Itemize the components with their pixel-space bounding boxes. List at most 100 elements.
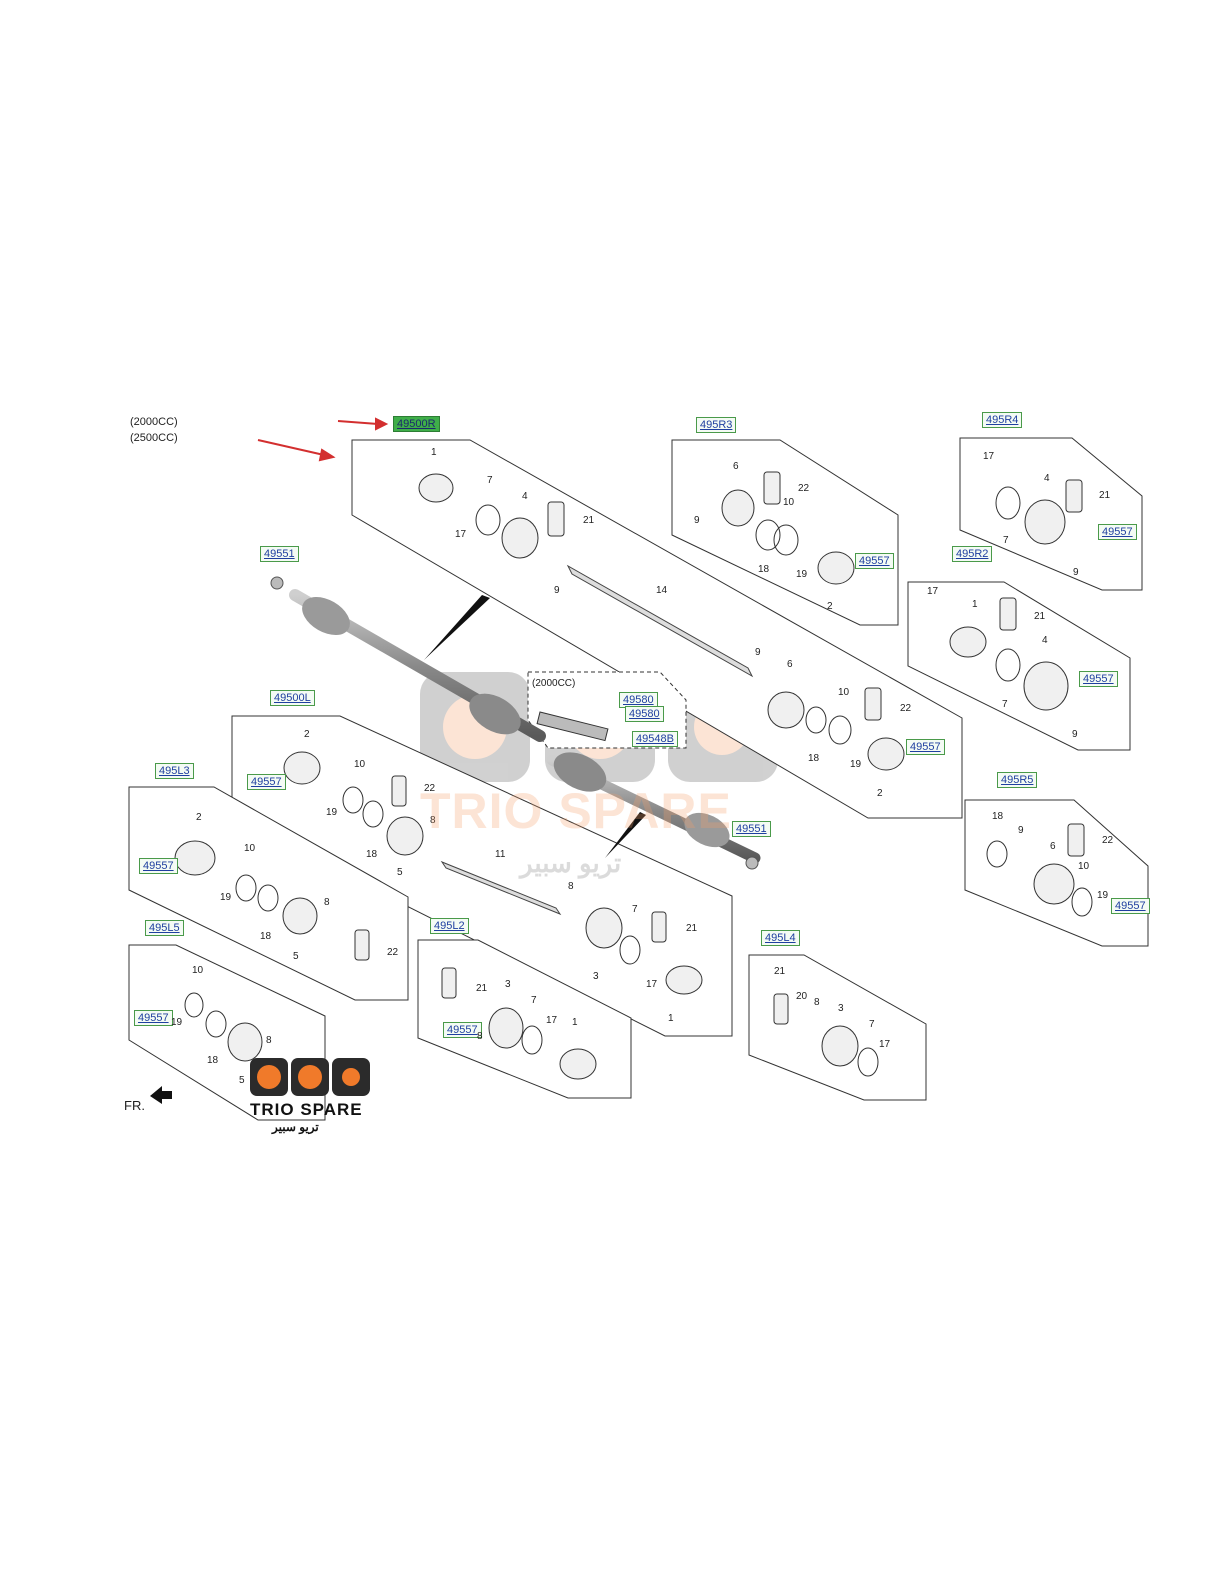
part-code-49557-r5[interactable]: 49557	[1111, 898, 1150, 914]
callout-number: 10	[354, 759, 366, 770]
callout-number: 10	[192, 965, 204, 976]
callout-number: 17	[879, 1039, 891, 1050]
callout-number: 7	[869, 1019, 875, 1030]
callout-number: 9	[1018, 825, 1024, 836]
assembly-code-49500r[interactable]: 49500R	[393, 416, 440, 432]
callout-number: 6	[787, 659, 793, 670]
front-direction-arrow	[150, 1086, 172, 1104]
callout-number: 19	[220, 892, 232, 903]
callout-number: 20	[796, 991, 808, 1002]
callout-number: 4	[522, 491, 528, 502]
callout-number: 18	[366, 849, 378, 860]
callout-number: 14	[656, 585, 668, 596]
callout-number: 8	[430, 815, 436, 826]
callout-number: 8	[814, 997, 820, 1008]
callout-number: 4	[1042, 635, 1048, 646]
callout-number: 17	[646, 979, 658, 990]
callout-number: 6	[1050, 841, 1056, 852]
part-code-49557-r2[interactable]: 49557	[1079, 671, 1118, 687]
callout-number: 21	[774, 966, 786, 977]
callout-number: 19	[796, 569, 808, 580]
part-glyphs	[174, 471, 1093, 1080]
callout-number: 21	[1034, 611, 1046, 622]
callout-number: 1	[972, 599, 978, 610]
callout-number: 21	[583, 515, 595, 526]
assembly-code-49500l[interactable]: 49500L	[270, 690, 315, 706]
callout-number: 5	[397, 867, 403, 878]
assembly-code-495l3[interactable]: 495L3	[155, 763, 194, 779]
trio-spare-logo	[250, 1058, 370, 1096]
callout-number: 3	[593, 971, 599, 982]
callout-number: 7	[1002, 699, 1008, 710]
assembly-code-495r2[interactable]: 495R2	[952, 546, 993, 562]
callout-number: 3	[838, 1003, 844, 1014]
callout-number: 3	[505, 979, 511, 990]
callout-number: 9	[554, 585, 560, 596]
assembly-code-495r3[interactable]: 495R3	[696, 417, 737, 433]
callout-number: 9	[755, 647, 761, 658]
part-code-49551-bottom[interactable]: 49551	[732, 821, 771, 837]
part-code-49580-a[interactable]: 49580	[619, 692, 658, 708]
callout-number: 11	[495, 849, 506, 860]
callout-number: 22	[1102, 835, 1114, 846]
watermark-brand-arabic: تريو سبير	[520, 848, 622, 878]
callout-number: 7	[632, 904, 638, 915]
assembly-code-495r5[interactable]: 495R5	[997, 772, 1038, 788]
callout-number: 22	[424, 783, 436, 794]
part-code-49557-l5[interactable]: 49557	[134, 1010, 173, 1026]
callout-number: 19	[326, 807, 338, 818]
callout-number: 7	[1003, 535, 1009, 546]
callout-number: 22	[900, 703, 912, 714]
callout-number: 10	[838, 687, 850, 698]
callout-number: 18	[808, 753, 820, 764]
callout-number: 18	[260, 931, 272, 942]
callout-number: 10	[1078, 861, 1090, 872]
callout-number: 7	[487, 475, 493, 486]
callout-number: 17	[455, 529, 467, 540]
intermediate-shafts	[440, 564, 754, 916]
callout-number: 1	[572, 1017, 578, 1028]
part-code-49557-r4[interactable]: 49557	[1098, 524, 1137, 540]
callout-number: 17	[927, 586, 939, 597]
callout-number: 17	[546, 1015, 558, 1026]
callout-number: 19	[1097, 890, 1109, 901]
callout-number: 18	[758, 564, 770, 575]
callout-number: 4	[1044, 473, 1050, 484]
callout-number: 21	[476, 983, 488, 994]
callout-number: 22	[798, 483, 810, 494]
assembly-code-495l4[interactable]: 495L4	[761, 930, 800, 946]
callout-number: 21	[1099, 490, 1111, 501]
callout-number: 5	[293, 951, 299, 962]
assembly-code-495r4[interactable]: 495R4	[982, 412, 1023, 428]
subgroup-label-2000cc: (2000CC)	[532, 678, 576, 689]
part-code-49551-top[interactable]: 49551	[260, 546, 299, 562]
engine-label-2000cc: (2000CC)	[130, 416, 178, 428]
callout-number: 7	[531, 995, 537, 1006]
callout-number: 21	[686, 923, 698, 934]
part-code-49557-l3[interactable]: 49557	[139, 858, 178, 874]
logo-brand: TRIO SPARE	[250, 1100, 363, 1119]
assembly-code-495l5[interactable]: 495L5	[145, 920, 184, 936]
callout-number: 19	[171, 1017, 183, 1028]
callout-number: 8	[324, 897, 330, 908]
part-code-49557-l[interactable]: 49557	[247, 774, 286, 790]
part-code-49557-r[interactable]: 49557	[906, 739, 945, 755]
callout-number: 19	[850, 759, 862, 770]
callout-number: 22	[387, 947, 399, 958]
part-code-49580-b[interactable]: 49580	[625, 706, 664, 722]
main-shafts	[270, 576, 761, 870]
part-code-49557-l2[interactable]: 49557	[443, 1022, 482, 1038]
callout-number: 9	[1072, 729, 1078, 740]
part-code-49557-r3[interactable]: 49557	[855, 553, 894, 569]
callout-number: 2	[196, 812, 202, 823]
assembly-code-495l2[interactable]: 495L2	[430, 918, 469, 934]
watermark-brand: TRIO SPARE	[420, 783, 732, 839]
callout-number: 2	[877, 788, 883, 799]
callout-number: 5	[239, 1075, 245, 1086]
front-direction-label: FR.	[124, 1098, 145, 1113]
logo-brand-arabic: تريو سبير	[272, 1120, 319, 1134]
part-code-49548b[interactable]: 49548B	[632, 731, 678, 747]
callout-number: 8	[266, 1035, 272, 1046]
red-arrows	[257, 417, 389, 462]
